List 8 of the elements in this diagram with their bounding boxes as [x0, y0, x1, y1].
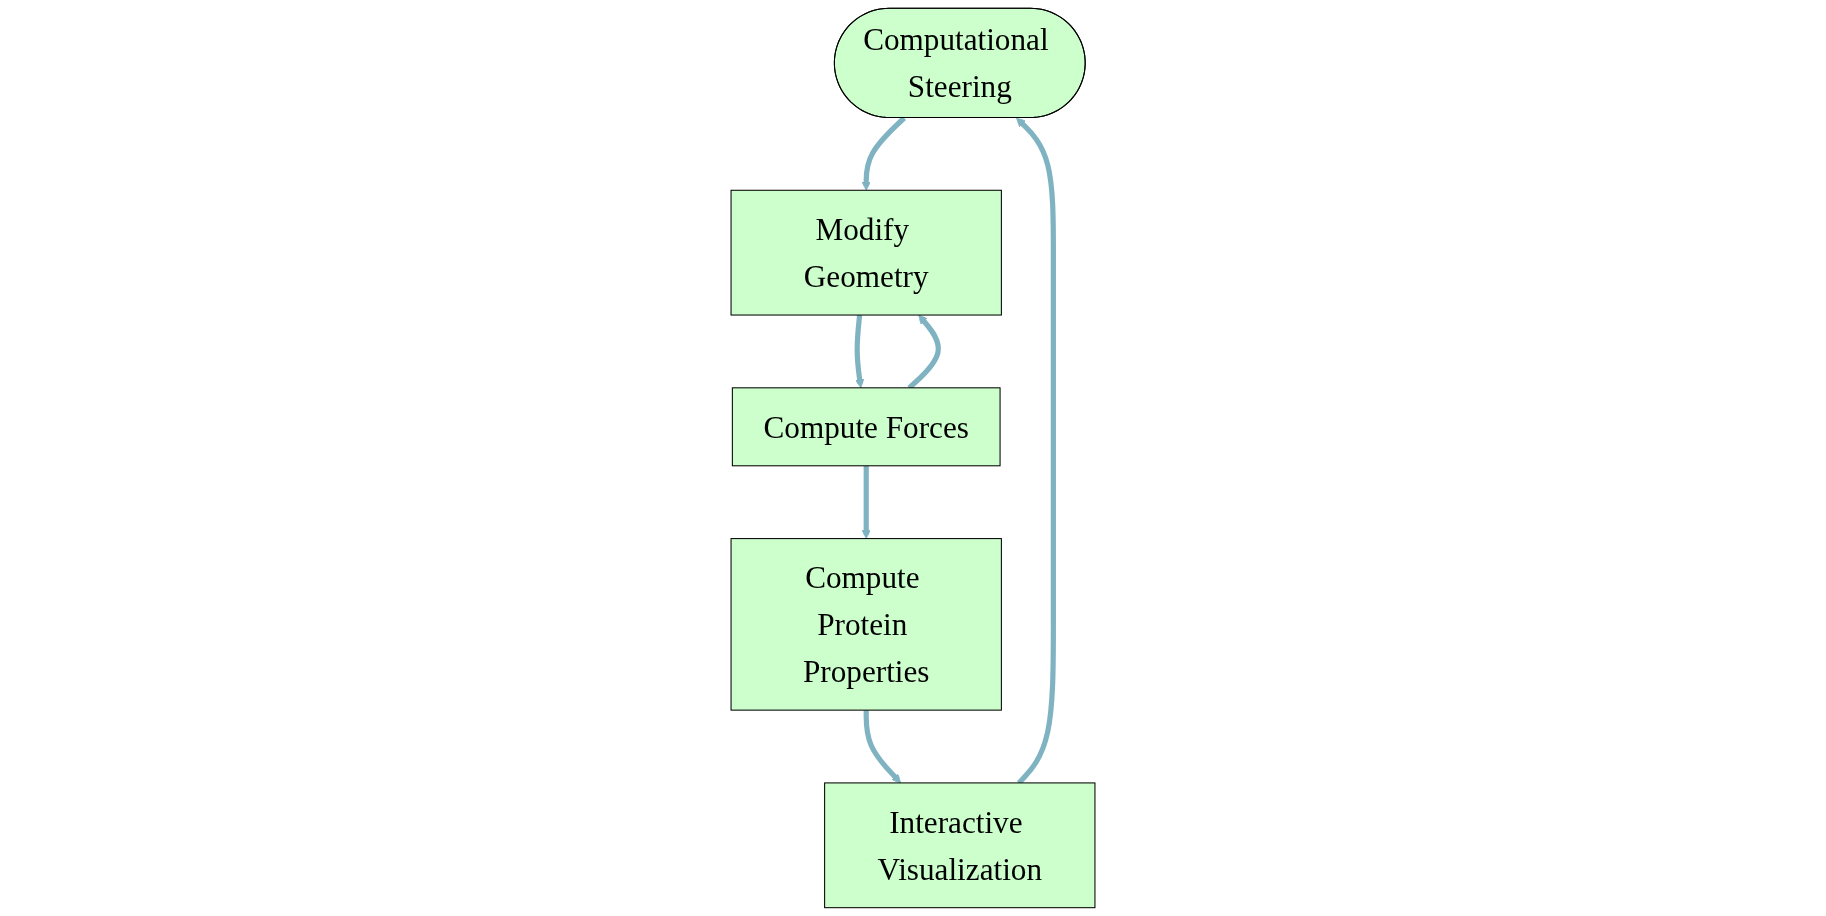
arrow — [861, 465, 871, 539]
arrow — [861, 116, 906, 191]
node-box: Compute Protein Properties — [730, 538, 1002, 711]
node-box: Compute Forces — [731, 387, 1001, 467]
arrow — [863, 710, 902, 784]
node-box: Modify Geometry — [730, 189, 1002, 316]
arrow — [854, 314, 865, 389]
node-box: Interactive Visualization — [824, 782, 1096, 909]
